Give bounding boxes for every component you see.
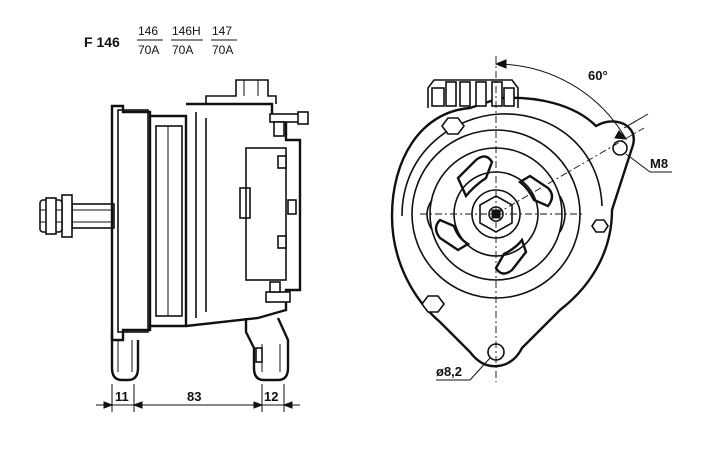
washer	[61, 194, 73, 238]
vent-window	[434, 218, 471, 252]
model-label: F 146	[84, 34, 120, 50]
vent-window	[517, 174, 554, 208]
vent-window	[456, 155, 494, 199]
regulator-box	[245, 147, 287, 281]
dim-mount-foot: 11	[115, 389, 129, 404]
stator-inner	[155, 125, 183, 317]
stator	[150, 114, 188, 328]
variant-code-1: 146	[138, 24, 158, 38]
bolt-head	[421, 295, 445, 313]
bolt-head	[591, 219, 609, 233]
housing-ribs	[195, 112, 207, 318]
top-stud	[269, 113, 301, 123]
variant-code-3: 147	[212, 24, 232, 38]
dim-rear-foot: 12	[264, 389, 278, 404]
terminal	[431, 87, 445, 107]
terminal	[475, 81, 487, 107]
foot-bolt	[255, 347, 263, 363]
rear-foot	[244, 317, 290, 382]
terminal	[503, 87, 515, 107]
top-stud-nut	[297, 111, 309, 125]
flange-inner	[117, 109, 149, 333]
dim-body-length: 83	[187, 389, 201, 404]
front-flange	[110, 104, 152, 342]
variant-code-2: 146H	[172, 24, 201, 38]
center-line-angled	[495, 127, 645, 215]
hole-diameter-label: ø8,2	[436, 364, 462, 379]
bolt-head	[441, 117, 465, 135]
thread-leader	[625, 153, 651, 173]
hole-leader	[469, 357, 491, 381]
terminal-screw	[287, 199, 297, 215]
regulator-screw	[277, 235, 287, 249]
top-stud-base	[273, 121, 285, 137]
variant-rating-3: 70A	[212, 43, 233, 57]
terminal-block	[427, 79, 519, 108]
vent-window	[494, 237, 528, 275]
lower-stud-nut	[269, 281, 281, 293]
front-view: 60° M8 ø8,2	[390, 56, 672, 382]
nut-flat	[45, 197, 57, 235]
header: F 146 146 70A 146H 70A 147 70A	[84, 24, 237, 57]
variant-rating-1: 70A	[138, 43, 159, 57]
dim-arrow	[253, 401, 264, 409]
terminal	[459, 81, 471, 107]
dim-arrow	[132, 401, 143, 409]
front-foot	[110, 330, 140, 382]
terminal	[491, 81, 503, 107]
housing-outline	[390, 96, 635, 368]
dim-arrow	[282, 401, 293, 409]
dim-arrow	[103, 401, 114, 409]
terminal	[445, 81, 457, 107]
angle-ext-line	[623, 113, 649, 129]
angle-arc	[495, 63, 627, 140]
angle-label: 60°	[588, 68, 608, 83]
regulator-screw	[277, 155, 287, 169]
shaft	[71, 203, 115, 229]
regulator-tab	[239, 187, 251, 219]
arc-arrow	[494, 59, 507, 69]
top-connector	[205, 79, 277, 104]
side-view: 11 83 12	[39, 79, 309, 412]
mount-hole-upper	[612, 140, 628, 156]
lower-stud	[265, 291, 291, 303]
thread-label: M8	[650, 156, 668, 171]
variant-rating-2: 70A	[172, 43, 193, 57]
arc-arrow	[614, 130, 628, 140]
